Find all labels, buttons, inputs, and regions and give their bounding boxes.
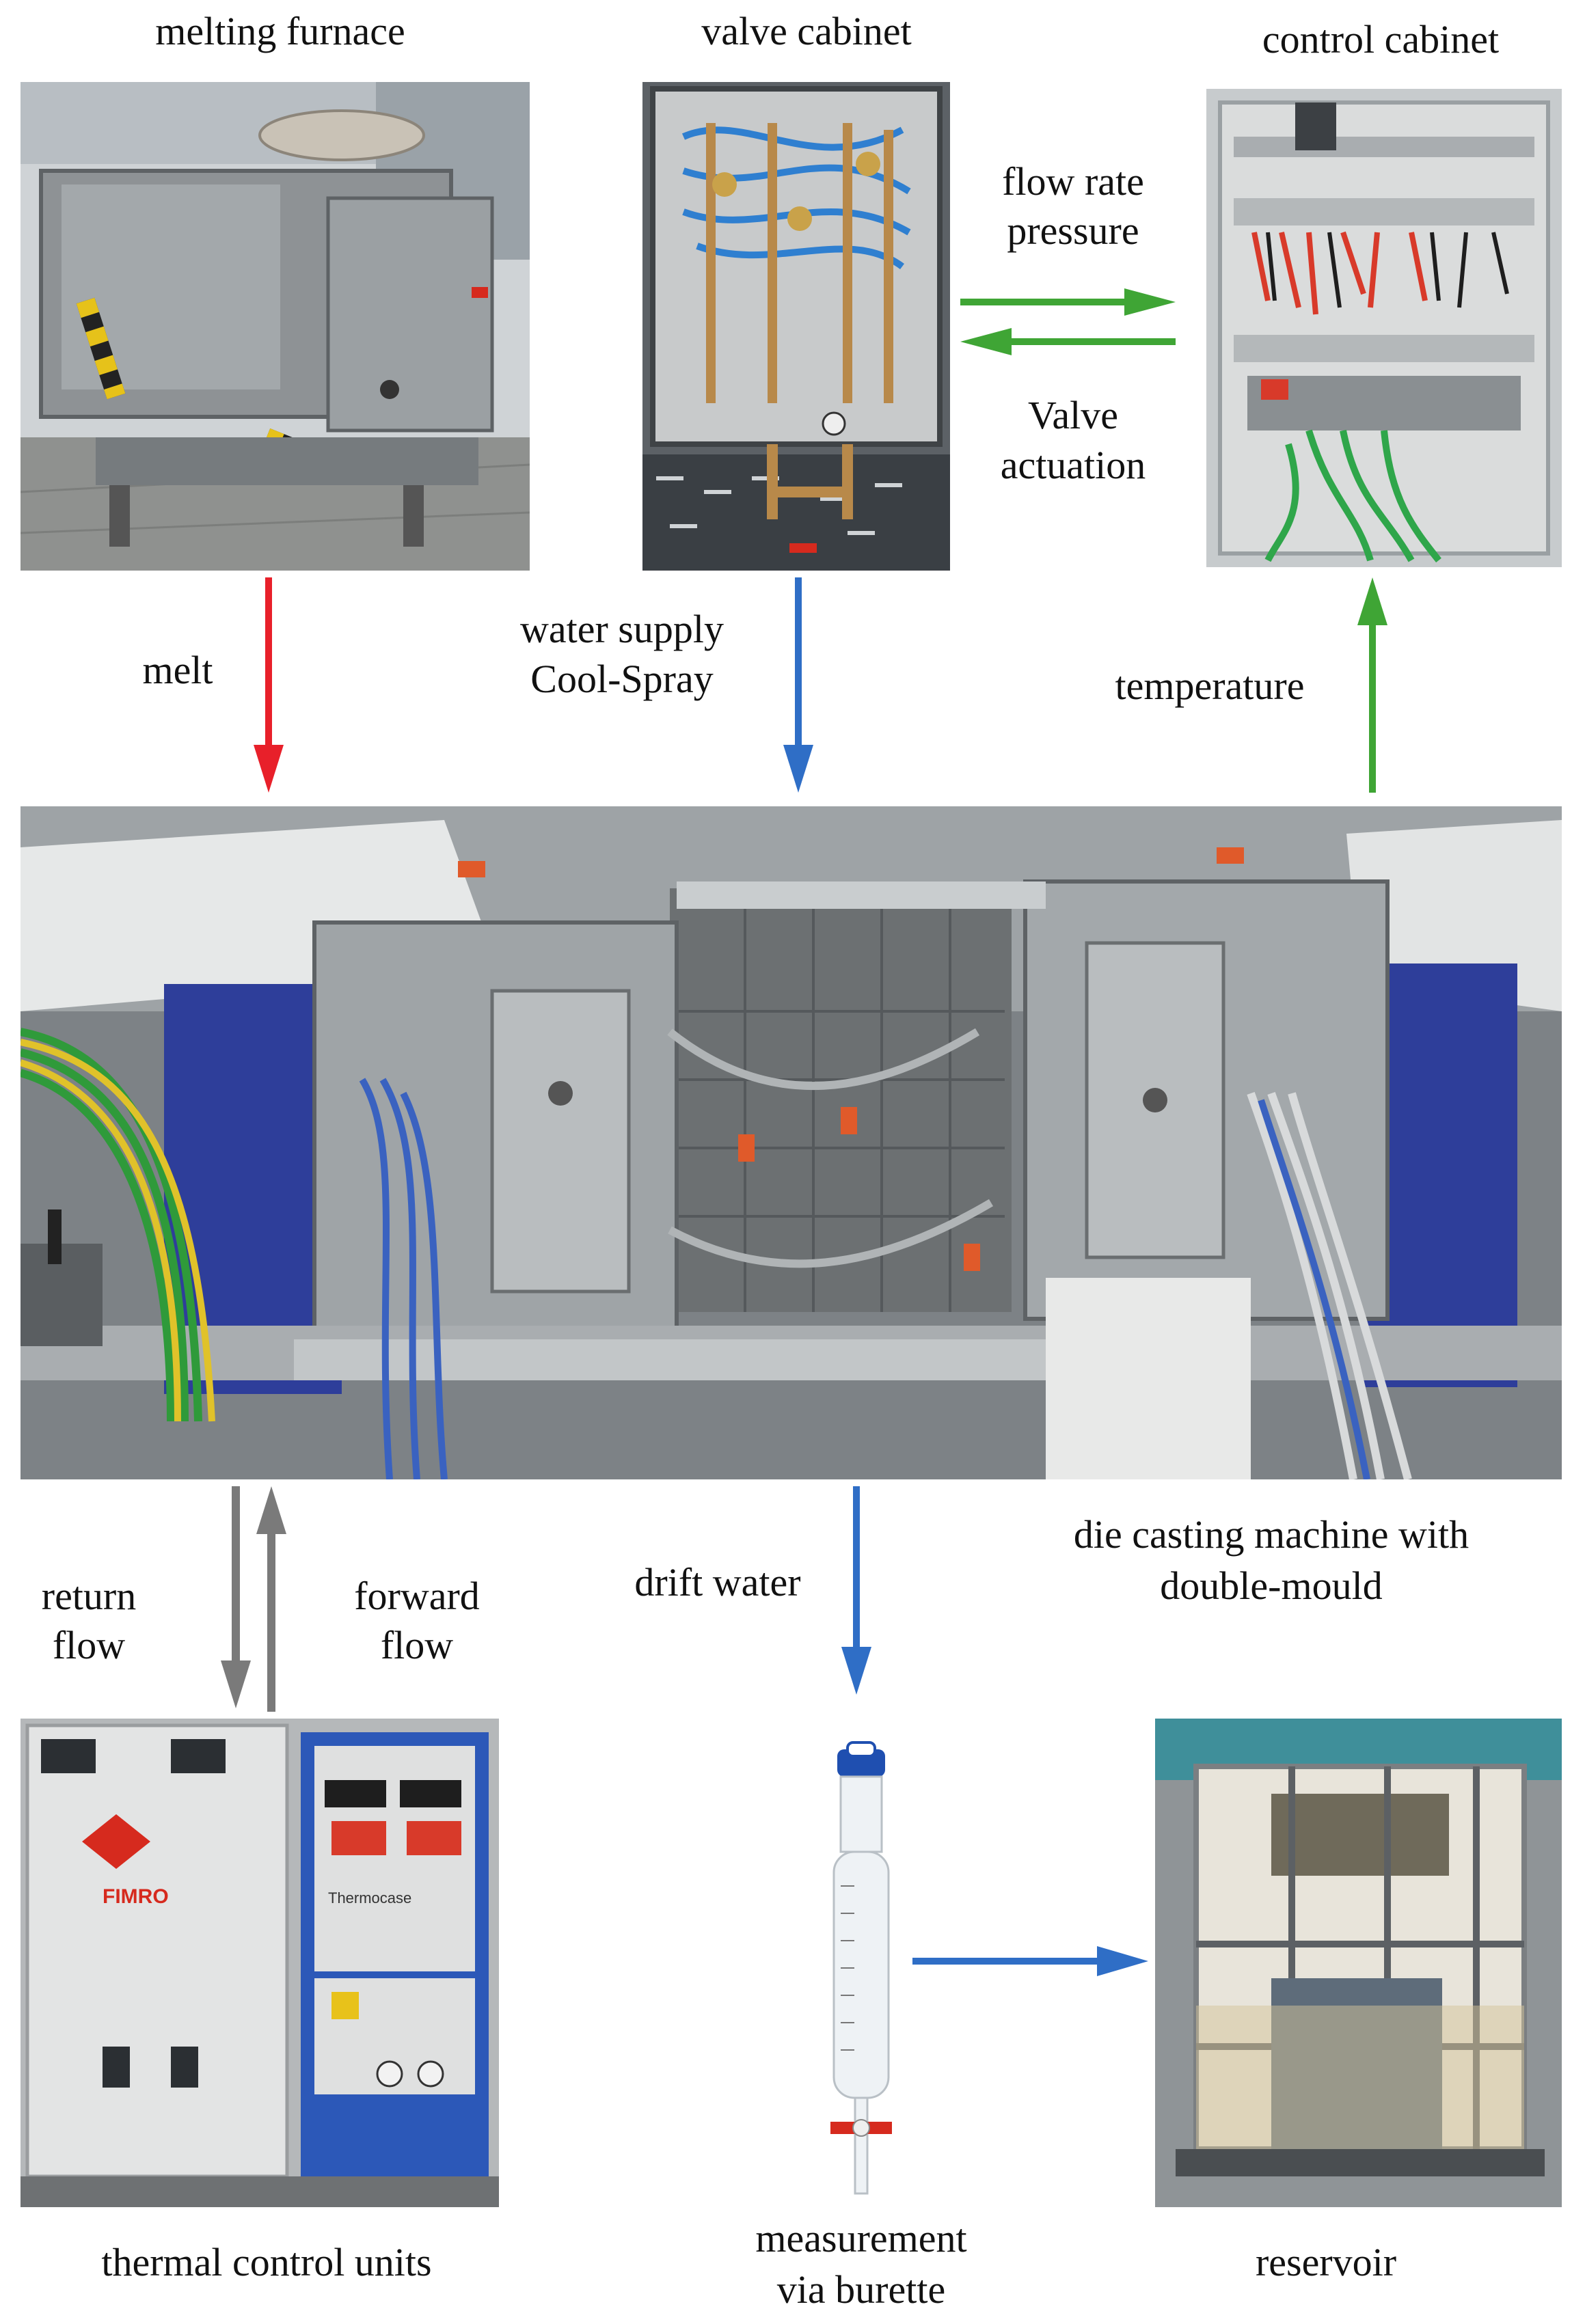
label-reservoir: reservoir (1255, 2240, 1397, 2284)
label-valve: Valve (1027, 393, 1119, 437)
label-thermal-control-units: thermal control units (101, 2240, 432, 2284)
label-valve-cabinet: valve cabinet (701, 9, 912, 53)
label-cool-spray: Cool-Spray (530, 657, 714, 701)
label-forward: forward (354, 1574, 480, 1618)
burette-photo (810, 1736, 912, 2200)
label-forward-flow: flow (380, 1623, 454, 1667)
signal-arrows-between-cabinets (960, 288, 1176, 355)
label-temperature: temperature (1115, 664, 1305, 708)
label-control-cabinet: control cabinet (1262, 17, 1500, 61)
label-actuation: actuation (1000, 443, 1146, 487)
label-measurement: measurement (755, 2216, 967, 2260)
label-melt: melt (142, 648, 213, 692)
label-return-flow: flow (52, 1623, 126, 1667)
control-cabinet-photo (1206, 89, 1562, 567)
thermocase-logo-text: Thermocase (328, 1889, 411, 1906)
label-drift-water: drift water (634, 1560, 801, 1604)
fimro-logo-text: FIMRO (103, 1885, 169, 1908)
signal-arrow-left (960, 328, 1176, 355)
valve-cabinet-photo (642, 82, 950, 571)
label-flow-rate: flow rate (1002, 159, 1144, 204)
label-via-burette: via burette (776, 2267, 946, 2312)
burette-to-reservoir-arrow (912, 1946, 1148, 1976)
label-machine-line1: die casting machine with (1073, 1512, 1469, 1557)
melting-furnace-photo (21, 82, 530, 571)
water-supply-arrow (783, 577, 813, 793)
signal-arrow-right (960, 288, 1176, 316)
label-pressure: pressure (1007, 208, 1139, 253)
drift-water-arrow (841, 1486, 871, 1695)
label-water-supply: water supply (520, 607, 724, 651)
die-casting-machine-photo (21, 806, 1562, 1479)
melt-arrow (254, 577, 284, 793)
label-machine-line2: double-mould (1160, 1563, 1383, 1608)
thermal-control-units-photo: FIMRO Thermocase (21, 1719, 499, 2207)
reservoir-photo (1155, 1719, 1562, 2207)
label-melting-furnace: melting furnace (155, 9, 405, 53)
temperature-arrow (1357, 577, 1387, 793)
label-return: return (41, 1574, 137, 1618)
return-flow-arrow (221, 1486, 251, 1708)
forward-flow-arrow (256, 1486, 286, 1712)
